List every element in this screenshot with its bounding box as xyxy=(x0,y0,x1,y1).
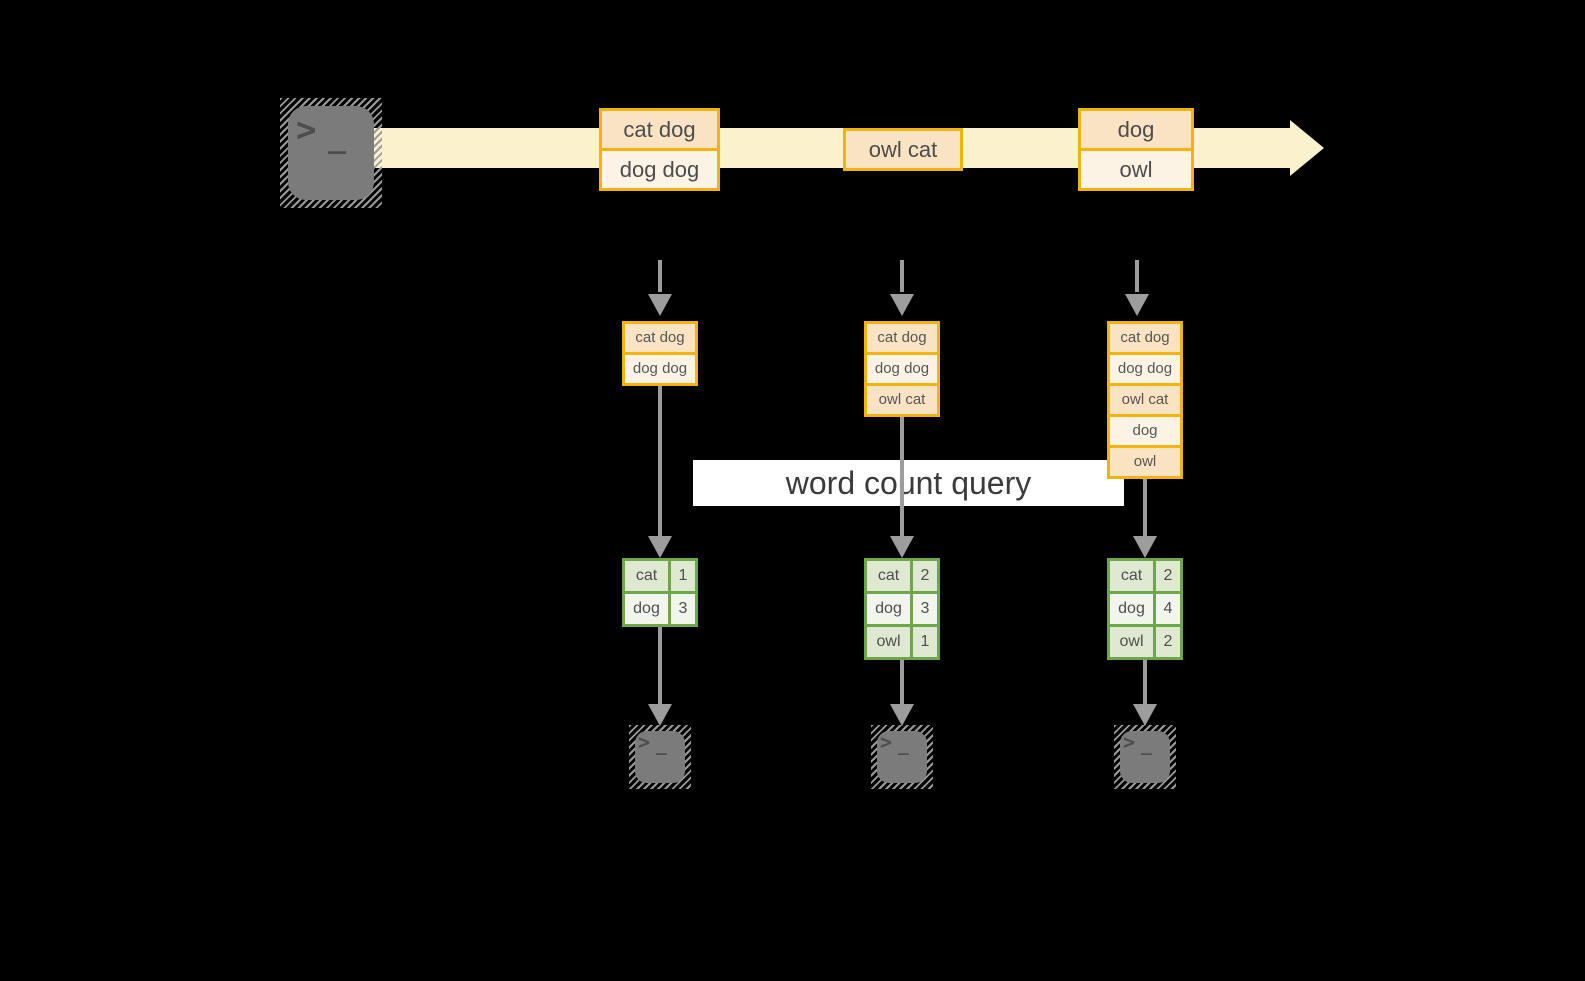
query-arrow-head-icon xyxy=(648,536,672,558)
buffer-cell: dog xyxy=(1110,414,1180,445)
event-cell: cat dog xyxy=(602,111,717,148)
buffer-cell: dog dog xyxy=(625,352,695,383)
dashed-arrow-head-icon xyxy=(648,294,672,316)
count-row: owl 1 xyxy=(867,624,937,657)
count-value: 1 xyxy=(913,627,937,657)
dashed-arrow-head-icon xyxy=(890,294,914,316)
buffer-cell: dog dog xyxy=(867,352,937,383)
count-value: 2 xyxy=(913,561,937,591)
query-arrow-shaft xyxy=(1143,479,1147,536)
dashed-arrow-shaft xyxy=(900,260,904,292)
count-table-1: cat 1 dog 3 xyxy=(622,558,698,627)
count-value: 2 xyxy=(1156,627,1180,657)
buffer-cell: cat dog xyxy=(1110,324,1180,352)
prompt-chevron-icon: > xyxy=(296,110,317,150)
dashed-arrow-shaft xyxy=(658,260,662,292)
event-cell: owl cat xyxy=(846,131,960,168)
sink-arrow-shaft xyxy=(900,660,904,704)
count-row: cat 2 xyxy=(1110,561,1180,591)
query-arrow-head-icon xyxy=(890,536,914,558)
prompt-chevron-icon: > xyxy=(880,730,893,754)
terminal-screen xyxy=(1120,731,1170,783)
count-value: 3 xyxy=(671,594,695,624)
prompt-cursor-icon: _ xyxy=(328,120,347,155)
sink-arrow-head-icon xyxy=(890,704,914,726)
count-value: 1 xyxy=(671,561,695,591)
buffer-cell: dog dog xyxy=(1110,352,1180,383)
count-table-2: cat 2 dog 3 owl 1 xyxy=(864,558,940,660)
buffer-cell: owl cat xyxy=(1110,383,1180,414)
count-row: dog 4 xyxy=(1110,591,1180,624)
prompt-cursor-icon: _ xyxy=(656,735,667,756)
buffer-cell: cat dog xyxy=(625,324,695,352)
count-row: owl 2 xyxy=(1110,624,1180,657)
buffer-cell: owl cat xyxy=(867,383,937,414)
count-row: cat 1 xyxy=(625,561,695,591)
terminal-screen xyxy=(288,106,374,200)
stream-event-box-2: owl cat xyxy=(843,128,963,171)
count-value: 2 xyxy=(1156,561,1180,591)
count-row: cat 2 xyxy=(867,561,937,591)
prompt-cursor-icon: _ xyxy=(898,735,909,756)
stream-event-box-1: cat dog dog dog xyxy=(599,108,720,191)
event-cell: dog xyxy=(1081,111,1191,148)
query-arrow-head-icon xyxy=(1133,536,1157,558)
sink-terminal-icon: > _ xyxy=(1114,725,1176,789)
event-cell: owl xyxy=(1081,148,1191,188)
stream-arrowhead-icon xyxy=(1290,120,1324,176)
prompt-chevron-icon: > xyxy=(1123,730,1136,754)
terminal-screen xyxy=(877,731,927,783)
query-label: word count query xyxy=(693,460,1124,506)
query-arrow-shaft xyxy=(900,417,904,536)
count-word: owl xyxy=(867,627,913,657)
sink-arrow-head-icon xyxy=(1133,704,1157,726)
sink-arrow-head-icon xyxy=(648,704,672,726)
terminal-screen xyxy=(635,731,685,783)
buffer-cell: owl xyxy=(1110,445,1180,476)
prompt-cursor-icon: _ xyxy=(1141,735,1152,756)
prompt-chevron-icon: > xyxy=(638,730,651,754)
count-word: dog xyxy=(867,594,913,624)
buffer-stack-2: cat dog dog dog owl cat xyxy=(864,321,940,417)
buffer-stack-1: cat dog dog dog xyxy=(622,321,698,386)
sink-arrow-shaft xyxy=(1143,660,1147,704)
count-word: owl xyxy=(1110,627,1156,657)
count-value: 4 xyxy=(1156,594,1180,624)
buffer-stack-3: cat dog dog dog owl cat dog owl xyxy=(1107,321,1183,479)
sink-arrow-shaft xyxy=(658,627,662,704)
query-arrow-shaft xyxy=(658,386,662,536)
dashed-arrow-shaft xyxy=(1135,260,1139,292)
count-word: cat xyxy=(625,561,671,591)
count-table-3: cat 2 dog 4 owl 2 xyxy=(1107,558,1183,660)
count-word: dog xyxy=(1110,594,1156,624)
count-word: cat xyxy=(1110,561,1156,591)
count-row: dog 3 xyxy=(867,591,937,624)
count-row: dog 3 xyxy=(625,591,695,624)
sink-terminal-icon: > _ xyxy=(629,725,691,789)
count-word: cat xyxy=(867,561,913,591)
count-word: dog xyxy=(625,594,671,624)
event-cell: dog dog xyxy=(602,148,717,188)
sink-terminal-icon: > _ xyxy=(871,725,933,789)
stream-event-box-3: dog owl xyxy=(1078,108,1194,191)
dashed-arrow-head-icon xyxy=(1125,294,1149,316)
source-terminal-icon: > _ xyxy=(280,98,382,208)
buffer-cell: cat dog xyxy=(867,324,937,352)
count-value: 3 xyxy=(913,594,937,624)
